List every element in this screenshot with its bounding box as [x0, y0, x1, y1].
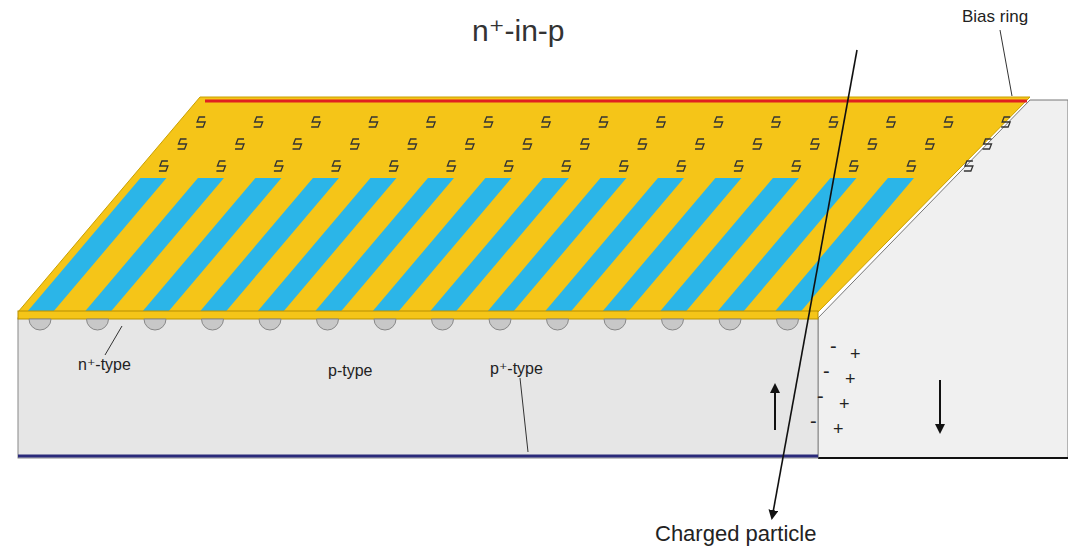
bias-resistor	[159, 161, 168, 171]
bias-resistor	[964, 161, 973, 171]
bias-resistor	[868, 139, 877, 149]
bias-resistor	[293, 139, 302, 149]
leader-line	[105, 326, 122, 355]
part-label: Charged particle	[655, 522, 816, 546]
bias-resistor	[791, 161, 800, 171]
bias-resistor	[676, 161, 685, 171]
oxide-layer	[18, 311, 818, 319]
bias-resistor	[178, 139, 187, 149]
charge-sign: -	[810, 410, 817, 432]
bias-resistor	[465, 139, 474, 149]
bias-resistor	[408, 139, 417, 149]
part-label: p⁺-type	[490, 360, 543, 378]
bias-resistor	[810, 139, 819, 149]
bias-resistor	[656, 117, 665, 127]
charge-sign: +	[845, 370, 856, 390]
n-implant	[604, 319, 626, 330]
leader-line	[1000, 30, 1012, 96]
bias-resistor	[714, 117, 723, 127]
bias-resistor	[1001, 117, 1010, 127]
charge-sign: -	[830, 335, 837, 357]
n-implant	[719, 319, 741, 330]
part-label: Bias ring	[962, 8, 1028, 27]
bias-resistor	[523, 139, 532, 149]
n-implant	[202, 319, 224, 330]
part-label: n⁺-type	[78, 356, 131, 374]
bias-resistor	[350, 139, 359, 149]
n-implant	[144, 319, 166, 330]
charge-sign: +	[839, 395, 850, 415]
bias-resistor	[734, 161, 743, 171]
bias-resistor	[599, 117, 608, 127]
bias-resistor	[504, 161, 513, 171]
implant-group	[29, 319, 799, 330]
bias-resistor	[446, 161, 455, 171]
charge-sign: +	[850, 345, 861, 365]
n-implant	[374, 319, 396, 330]
strip	[775, 178, 914, 312]
particle-track	[772, 50, 857, 518]
bias-resistor	[274, 161, 283, 171]
bias-ring	[205, 100, 1027, 103]
drift-arrow	[774, 385, 776, 430]
n-implant	[432, 319, 454, 330]
strip-group	[27, 178, 914, 312]
n-implant	[662, 319, 684, 330]
bias-resistor	[369, 117, 378, 127]
resistor-group	[159, 117, 1010, 171]
title: n⁺-in-p	[472, 14, 565, 47]
n-implant	[259, 319, 281, 330]
front-face	[18, 318, 818, 458]
bias-resistor	[541, 117, 550, 127]
bias-resistor	[906, 161, 915, 171]
bias-resistor	[925, 139, 934, 149]
edge-line	[818, 457, 1068, 459]
bias-resistor	[944, 117, 953, 127]
bias-resistor	[638, 139, 647, 149]
bias-resistor	[216, 161, 225, 171]
bias-resistor	[829, 117, 838, 127]
charge-sign: -	[823, 360, 830, 382]
bias-resistor	[619, 161, 628, 171]
bias-resistor	[426, 117, 435, 127]
n-implant	[777, 319, 799, 330]
n-implant	[547, 319, 569, 330]
bias-resistor	[484, 117, 493, 127]
leader-line	[520, 378, 528, 452]
n-implant	[489, 319, 511, 330]
bias-resistor	[311, 117, 320, 127]
backside-contact	[18, 455, 818, 458]
top-face	[18, 97, 1030, 312]
n-implant	[29, 319, 51, 330]
n-implant	[87, 319, 109, 330]
n-implant	[317, 319, 339, 330]
bias-resistor	[254, 117, 263, 127]
bias-resistor	[695, 139, 704, 149]
bias-resistor	[983, 139, 992, 149]
bias-resistor	[196, 117, 205, 127]
charge-sign: -	[817, 385, 824, 407]
bias-resistor	[561, 161, 570, 171]
part-label: p-type	[328, 362, 372, 380]
bias-resistor	[389, 161, 398, 171]
bias-resistor	[580, 139, 589, 149]
bias-resistor	[771, 117, 780, 127]
bias-resistor	[886, 117, 895, 127]
charge-sign: +	[833, 420, 844, 440]
bias-resistor	[331, 161, 340, 171]
bias-resistor	[849, 161, 858, 171]
bias-resistor	[235, 139, 244, 149]
bias-resistor	[753, 139, 762, 149]
drift-arrow	[939, 380, 941, 432]
